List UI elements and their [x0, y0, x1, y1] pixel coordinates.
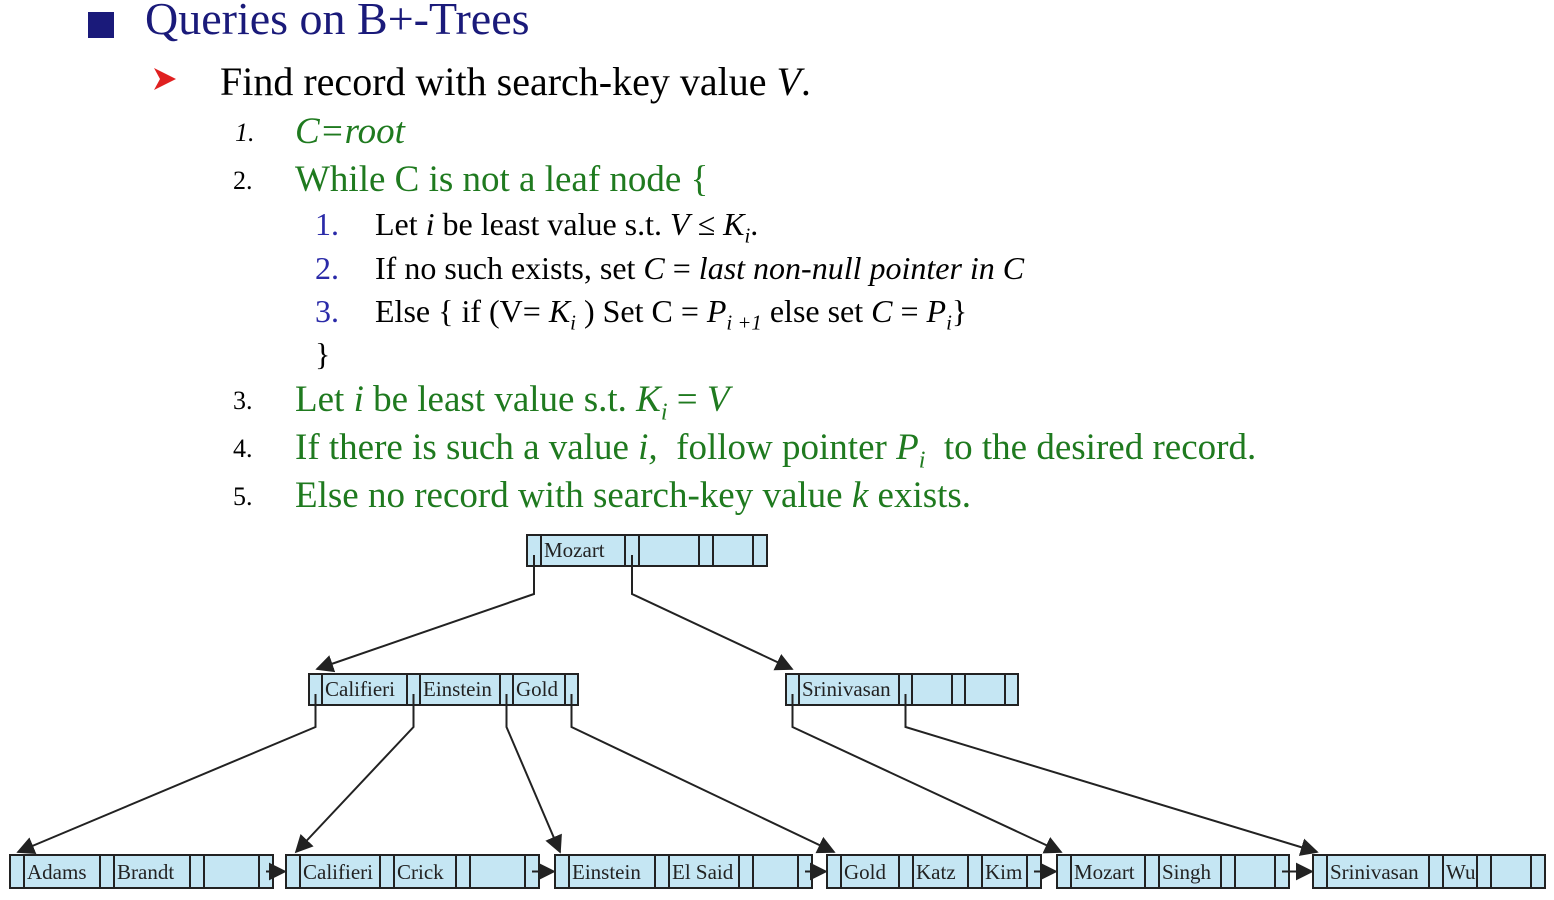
internal-key: Srinivasan	[802, 677, 891, 701]
closing-brace: }	[315, 336, 331, 372]
step-2-text: While C is not a leaf node {	[295, 159, 709, 200]
leaf-node-2: Califieri Crick	[285, 854, 540, 889]
internal-key: Einstein	[423, 677, 492, 701]
leaf-node-4: Gold Katz Kim	[826, 854, 1042, 889]
step-4-text: If there is such a value i, follow point…	[295, 427, 1257, 474]
leaf-key: Srinivasan	[1330, 860, 1419, 884]
step-5-text: Else no record with search-key value k e…	[295, 475, 972, 516]
pointer-to-leaf-5	[791, 694, 1063, 854]
leaf-node-3: Einstein El Said	[554, 854, 813, 889]
step-1-number: 1.	[235, 118, 255, 147]
step-5-number: 5.	[233, 482, 253, 511]
step-1-text: C=root	[295, 111, 405, 152]
root-key: Mozart	[544, 538, 605, 562]
leaf-key: Adams	[27, 860, 87, 884]
internal-key: Califieri	[325, 677, 395, 701]
arrow-bullet-icon	[154, 68, 176, 90]
leaf-key: Kim	[985, 860, 1022, 884]
root-pointer-left-arrow	[315, 555, 535, 673]
leaf-key: Mozart	[1074, 860, 1135, 884]
leaf-node-6: Srinivasan Wu	[1312, 854, 1546, 889]
leaf-key: Brandt	[117, 860, 174, 884]
leaf-node-5: Mozart Singh	[1056, 854, 1290, 889]
pointer-to-leaf-6	[904, 694, 1319, 856]
leaf-key: El Said	[672, 860, 734, 884]
substep-3-text: Else { if (V= Ki ) Set C = Pi +1 else se…	[375, 293, 968, 335]
subtitle: Find record with search-key value V.	[220, 59, 811, 104]
step-3-number: 3.	[233, 386, 253, 415]
step-4-number: 4.	[233, 434, 253, 463]
leaf-key: Katz	[916, 860, 956, 884]
substep-2-text: If no such exists, set C = last non-null…	[375, 250, 1025, 286]
leaf-key: Einstein	[572, 860, 641, 884]
substep-1-text: Let i be least value s.t. V ≤ Ki.	[375, 206, 759, 248]
root-node: Mozart	[526, 534, 768, 567]
pointer-to-leaf-1	[16, 694, 317, 855]
leaf-key: Wu	[1446, 860, 1476, 884]
substep-2-number: 2.	[315, 250, 339, 286]
internal-key: Gold	[516, 677, 559, 701]
step-2-number: 2.	[233, 166, 253, 195]
square-bullet-icon	[88, 12, 114, 38]
leaf-node-1: Adams Brandt	[9, 854, 274, 889]
step-3-text: Let i be least value s.t. Ki = V	[295, 379, 730, 426]
substep-1-number: 1.	[315, 206, 339, 242]
internal-node-left: Califieri Einstein Gold	[308, 673, 579, 706]
pointer-to-leaf-4	[570, 694, 836, 854]
pointer-to-leaf-3	[505, 694, 562, 854]
leaf-key: Crick	[397, 860, 444, 884]
leaf-key: Califieri	[303, 860, 373, 884]
internal-node-right: Srinivasan	[785, 673, 1019, 706]
root-pointer-right-arrow	[631, 555, 794, 671]
leaf-key: Gold	[844, 860, 887, 884]
slide-title: Queries on B+-Trees	[145, 0, 530, 44]
pointer-to-leaf-2	[294, 694, 415, 854]
leaf-key: Singh	[1162, 860, 1212, 884]
substep-3-number: 3.	[315, 293, 339, 329]
